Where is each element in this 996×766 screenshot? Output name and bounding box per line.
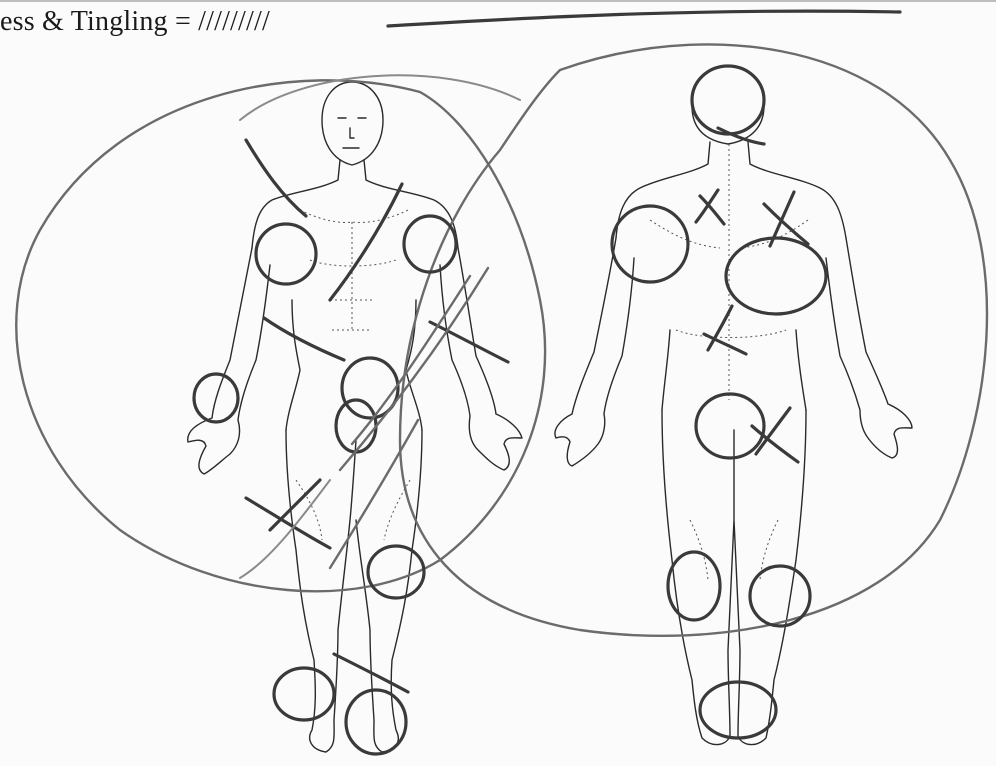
top-underline-stroke bbox=[388, 11, 900, 26]
back-legs bbox=[662, 410, 806, 745]
pain-markings bbox=[16, 11, 987, 754]
front-body-figure bbox=[188, 82, 522, 752]
front-slash-neck bbox=[246, 140, 306, 216]
front-circle-left-shoulder bbox=[404, 216, 456, 272]
front-stroke-x-leg bbox=[270, 480, 320, 530]
front-left-arm bbox=[188, 248, 270, 474]
back-circle-head bbox=[692, 66, 764, 134]
front-stroke-long-1 bbox=[340, 268, 488, 470]
front-torso bbox=[252, 160, 458, 430]
front-circle-right-foot bbox=[274, 668, 334, 720]
back-circle-right-knee bbox=[750, 566, 810, 626]
back-circle-right-scapula bbox=[726, 238, 826, 314]
back-left-arm bbox=[555, 238, 634, 466]
front-slash-thigh bbox=[246, 498, 330, 548]
front-slash-torso bbox=[264, 318, 344, 360]
front-slash-abdomen bbox=[430, 322, 508, 362]
front-slash-chest bbox=[330, 184, 402, 300]
back-body-figure bbox=[555, 66, 912, 745]
large-loop-right bbox=[400, 44, 987, 635]
front-face bbox=[338, 118, 366, 148]
front-head bbox=[322, 82, 383, 165]
back-circle-left-knee bbox=[668, 552, 720, 620]
large-loop-left bbox=[16, 80, 545, 591]
back-right-arm bbox=[826, 238, 912, 458]
back-torso bbox=[616, 142, 846, 410]
front-stroke-thigh bbox=[240, 480, 330, 578]
back-circle-left-shoulder bbox=[612, 206, 688, 282]
front-circle-right-shoulder bbox=[256, 224, 316, 284]
